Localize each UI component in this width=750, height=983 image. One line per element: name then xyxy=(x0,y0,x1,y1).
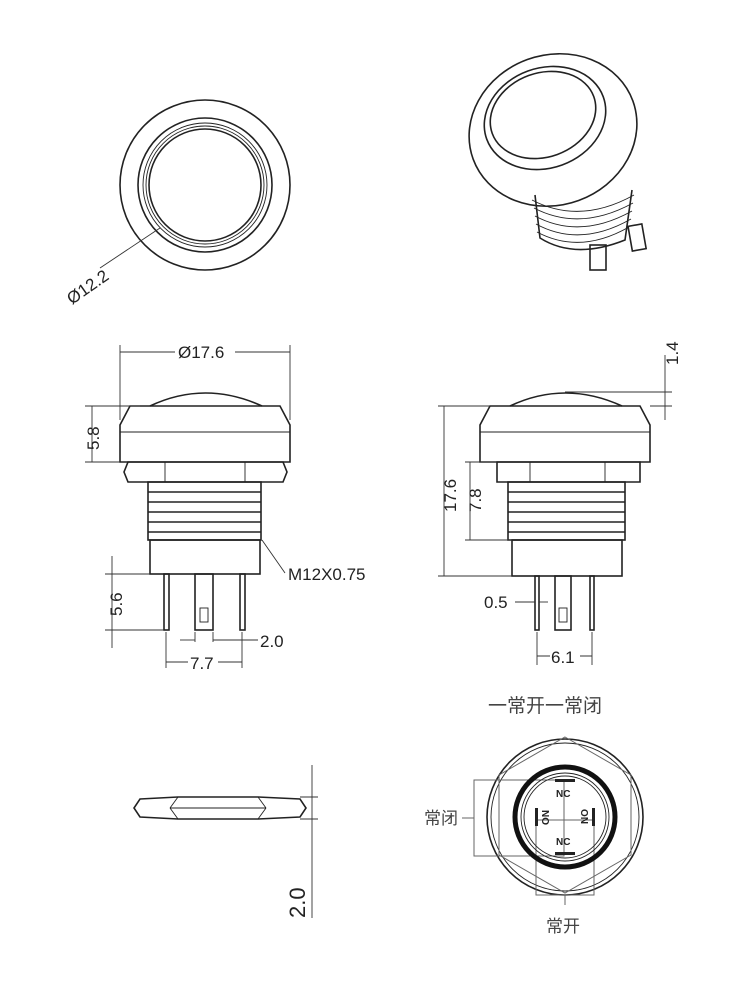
pin-width-label: 0.5 xyxy=(484,593,508,612)
total-height-label: 17.6 xyxy=(441,479,460,512)
pin-bottom-label: NC xyxy=(556,837,570,848)
side-pin-span-label: 6.1 xyxy=(551,648,575,667)
top-view: Ø12.2 xyxy=(63,99,291,308)
top-diameter-label: Ø12.2 xyxy=(63,266,112,308)
no-label: 常开 xyxy=(546,917,580,937)
cap-height-label: 5.8 xyxy=(84,426,103,450)
pin-top-label: NC xyxy=(556,789,570,800)
nut-thickness-label: 2.0 xyxy=(285,887,310,918)
dome-label: 1.4 xyxy=(663,341,682,365)
pin-gap-label: 2.0 xyxy=(260,632,284,651)
wiring-title: 一常开一常闭 xyxy=(488,695,602,717)
body-height-label: 7.8 xyxy=(466,488,485,512)
nc-label: 常闭 xyxy=(424,809,458,829)
pin-right-label: NO xyxy=(580,809,591,824)
thread-label: M12X0.75 xyxy=(288,565,366,584)
front-view: Ø17.6 5.8 M12X0.75 5.6 2.0 7.7 xyxy=(84,342,366,673)
side-view: 1.4 17.6 7.8 0.5 6.1 xyxy=(438,341,682,667)
isometric-view xyxy=(468,52,648,271)
pin-left-label: NO xyxy=(539,810,550,825)
nut-view: 2.0 xyxy=(133,765,318,918)
pin-length-label: 5.6 xyxy=(107,592,126,616)
pin-span-label: 7.7 xyxy=(190,654,214,673)
front-width-label: Ø17.6 xyxy=(178,343,224,362)
wiring-view: 一常开一常闭 NC NC NO NO 常闭 常开 xyxy=(424,695,644,937)
